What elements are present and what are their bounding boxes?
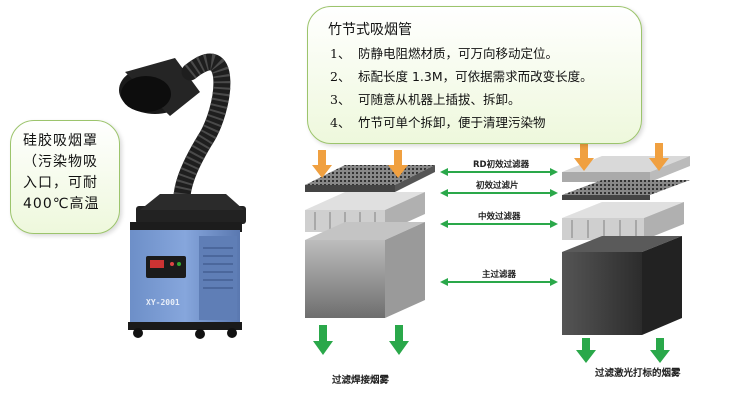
hose-feature-callout: 竹节式吸烟管 1、防静电阻燃材质，可万向移动定位。 2、标配长度 1.3M，可依… xyxy=(307,6,642,144)
feature-item: 2、标配长度 1.3M，可依据需求而改变长度。 xyxy=(330,66,593,85)
medium-filter-label: 中效过滤器 xyxy=(478,212,521,222)
main-filter-label: 主过滤器 xyxy=(482,270,517,280)
callout-title: 竹节式吸烟管 xyxy=(328,22,412,38)
hood-callout-line: （污染物吸 xyxy=(23,154,98,170)
right-filter-stack xyxy=(562,156,690,335)
inflow-arrows xyxy=(312,143,669,178)
feature-number: 2、 xyxy=(330,69,351,84)
machine-model-label: XY-2001 xyxy=(146,298,180,307)
feature-text: 竹节可单个拆卸，便于清理污染物 xyxy=(358,115,546,130)
rd-filter-label: RD初效过滤器 xyxy=(473,160,530,170)
feature-item: 1、防静电阻燃材质，可万向移动定位。 xyxy=(330,43,558,62)
hood-callout-line: 入口，可耐 xyxy=(23,175,98,191)
left-filter-stack xyxy=(305,165,435,318)
feature-number: 3、 xyxy=(330,92,351,107)
fume-hood xyxy=(119,58,200,116)
fume-extractor-machine xyxy=(128,194,246,339)
bamboo-hose xyxy=(173,53,231,221)
left-caption: 过滤焊接烟雾 xyxy=(332,375,390,386)
hood-callout-line: 硅胶吸烟罩 xyxy=(23,133,98,149)
hood-callout: 硅胶吸烟罩 （污染物吸 入口，可耐 400℃高温 xyxy=(10,120,120,234)
feature-text: 可随意从机器上插拔、拆卸。 xyxy=(358,92,521,107)
primary-filter-label: 初效过滤片 xyxy=(476,181,519,191)
feature-item: 3、可随意从机器上插拔、拆卸。 xyxy=(330,89,521,108)
feature-item: 4、竹节可单个拆卸，便于清理污染物 xyxy=(330,112,546,131)
right-caption: 过滤激光打标的烟雾 xyxy=(595,368,681,379)
feature-text: 防静电阻燃材质，可万向移动定位。 xyxy=(358,46,559,61)
feature-number: 1、 xyxy=(330,46,351,61)
outflow-arrows xyxy=(313,325,670,363)
hood-callout-text: 硅胶吸烟罩 （污染物吸 入口，可耐 400℃高温 xyxy=(23,131,113,215)
label-arrows xyxy=(440,168,558,286)
feature-number: 4、 xyxy=(330,115,351,130)
feature-text: 标配长度 1.3M，可依据需求而改变长度。 xyxy=(358,69,593,84)
hood-callout-line: 400℃高温 xyxy=(23,196,100,212)
